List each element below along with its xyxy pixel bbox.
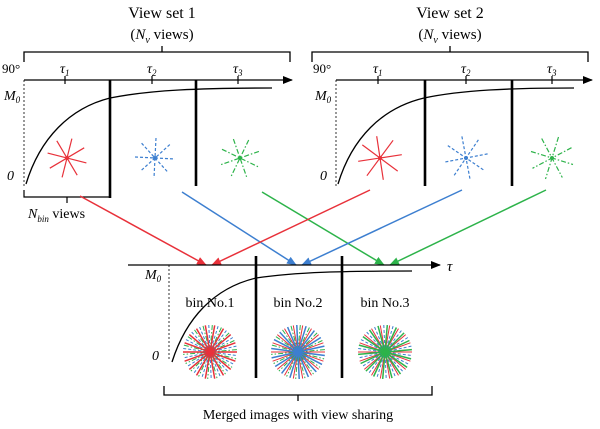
- zero-label-2: 0: [320, 169, 327, 184]
- view-set-2-subtitle: (Nv views): [418, 27, 481, 46]
- merged-caption: Merged images with view sharing: [203, 408, 393, 423]
- arrow-set1-bin3: [261, 191, 385, 266]
- radial-views-set2-bin3: [530, 136, 574, 180]
- nbin-brace: [23, 190, 111, 198]
- radial-views-set2-bin1: [358, 136, 402, 180]
- view-set-1-title: View set 1: [128, 5, 195, 22]
- merged-image-bin3: [358, 324, 412, 380]
- view-set-1-brace: [23, 51, 291, 62]
- view-set-2-brace: [311, 51, 589, 62]
- view-set-1-subtitle: (Nv views): [130, 27, 193, 46]
- radial-views-set1-bin2: [134, 137, 176, 179]
- radial-views-set2-bin2: [444, 136, 488, 180]
- flip-angle-label-2: 90°: [313, 61, 331, 76]
- bin-1-label: bin No.1: [186, 296, 235, 311]
- view-sharing-arrows: [79, 189, 547, 266]
- merged-timeline: τ M0 0 bin No.1 bin No.2 bin No.3 Merged…: [128, 256, 453, 423]
- tau1-label: τ1: [60, 62, 70, 78]
- bin-2-label: bin No.2: [274, 296, 323, 311]
- radial-views-set1-bin1: [47, 138, 87, 178]
- merged-brace: [163, 386, 433, 396]
- bin-3-label: bin No.3: [361, 296, 410, 311]
- tau3-label-2: τ3: [547, 62, 557, 78]
- tau2-label-2: τ2: [461, 62, 471, 78]
- tau-axis-label: τ: [447, 259, 453, 275]
- zero-label-1: 0: [7, 169, 14, 184]
- merged-image-bin1: [183, 324, 237, 380]
- arrow-set1-bin2: [181, 191, 297, 266]
- flip-angle-label-1: 90°: [2, 61, 20, 76]
- arrow-set1-bin1: [79, 195, 207, 266]
- arrow-set2-bin1: [211, 189, 371, 266]
- tau3-label: τ3: [233, 62, 243, 78]
- zero-label-merged: 0: [152, 349, 159, 364]
- m0-label-1: M0: [3, 89, 21, 105]
- recovery-curve-1: [25, 87, 273, 185]
- m0-label-2: M0: [314, 89, 332, 105]
- nbin-label: Nbin views: [27, 207, 85, 224]
- arrow-set2-bin3: [389, 189, 547, 266]
- arrow-set2-bin2: [301, 189, 463, 266]
- view-set-2-title: View set 2: [416, 5, 483, 22]
- m0-label-merged: M0: [144, 268, 162, 284]
- radial-views-set1-bin3: [220, 138, 260, 178]
- recovery-curve-2: [337, 87, 575, 185]
- merged-image-bin2: [271, 324, 325, 380]
- tau2-label: τ2: [147, 62, 157, 78]
- view-set-2: View set 2 (Nv views) 90° τ1 τ2 τ3 M0 0: [311, 5, 593, 186]
- tau1-label-2: τ1: [373, 62, 383, 78]
- view-set-1: View set 1 (Nv views) 90° τ1 τ2 τ3 M0 0 …: [2, 5, 293, 224]
